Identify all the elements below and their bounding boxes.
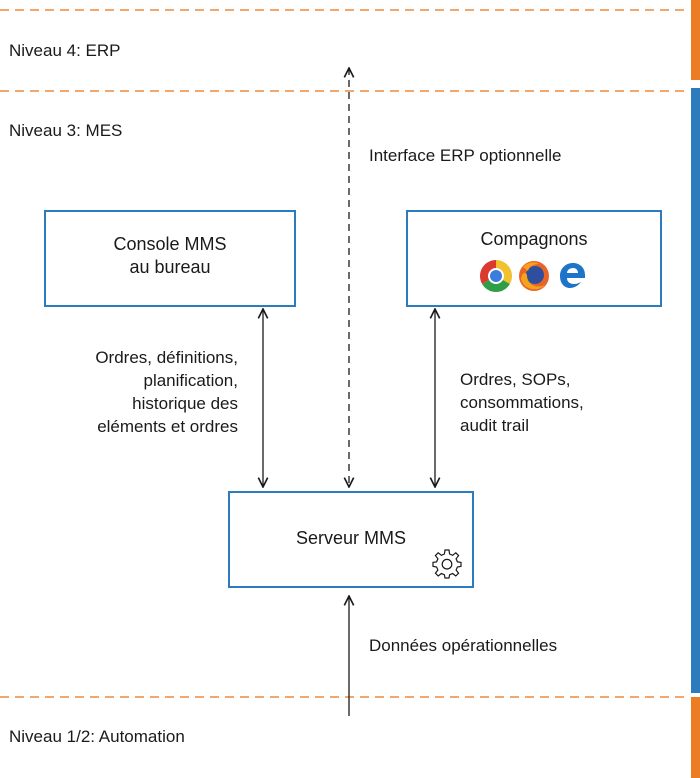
chrome-icon (479, 260, 513, 293)
compagnons-title: Compagnons (480, 229, 588, 249)
firefox-icon (519, 261, 549, 291)
compagnons-flow-line: consommations, (460, 393, 584, 412)
console-title-line2: au bureau (129, 257, 211, 277)
console-mms-box: Console MMS au bureau (44, 210, 296, 307)
mes-level-bar (691, 88, 700, 693)
browser-icons (408, 259, 660, 293)
edge-icon (560, 263, 585, 288)
console-flow-line: planification, (143, 371, 238, 390)
console-title-line1: Console MMS (113, 234, 227, 254)
gear-icon (432, 549, 462, 579)
erp-level-bar (691, 0, 700, 80)
console-flow-line: eléments et ordres (97, 417, 238, 436)
compagnons-flow-line: audit trail (460, 416, 529, 435)
compagnons-box: Compagnons (406, 210, 662, 307)
serveur-mms-box: Serveur MMS (228, 491, 474, 588)
compagnons-flow-label: Ordres, SOPs, consommations, audit trail (460, 368, 584, 437)
automation-level-bar (691, 697, 700, 778)
compagnons-flow-line: Ordres, SOPs, (460, 370, 571, 389)
level-automation-label: Niveau 1/2: Automation (9, 727, 185, 746)
level-erp-label: Niveau 4: ERP (9, 41, 121, 60)
console-flow-line: historique des (132, 394, 238, 413)
erp-interface-label: Interface ERP optionnelle (369, 146, 562, 165)
server-title: Serveur MMS (295, 528, 407, 548)
console-flow-line: Ordres, définitions, (95, 348, 238, 367)
console-flow-label: Ordres, définitions, planification, hist… (20, 346, 238, 438)
level-mes-label: Niveau 3: MES (9, 121, 123, 140)
operational-data-label: Données opérationnelles (369, 636, 558, 655)
